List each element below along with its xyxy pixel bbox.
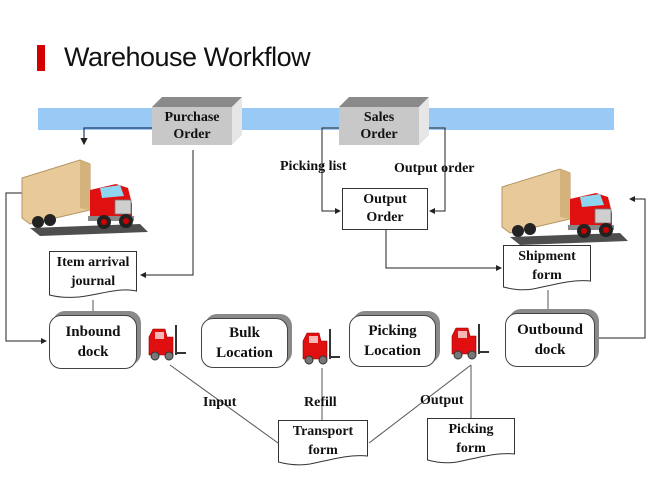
transport-form-node: Transport form xyxy=(278,420,368,468)
shipment-form-line2: form xyxy=(532,268,562,283)
forklift-icon xyxy=(148,325,186,361)
output-label: Output xyxy=(420,393,464,408)
output-order-to-shipment-line xyxy=(385,229,502,271)
cube-top xyxy=(152,97,242,107)
output-order-label: Output order xyxy=(394,161,475,176)
purchase-order-line2: Order xyxy=(173,127,211,142)
cube-front: Sales Order xyxy=(339,107,419,145)
output-order-line1: Output xyxy=(363,192,407,207)
shipment-form-node: Shipment form xyxy=(503,245,591,293)
bulk-location-line2: Location xyxy=(216,345,273,361)
outbound-truck-icon xyxy=(501,168,628,245)
page-title: Warehouse Workflow xyxy=(64,42,311,72)
outbound-dock-node: Outbound dock xyxy=(505,313,595,367)
output-order-line xyxy=(426,127,446,214)
picking-location-line1: Picking xyxy=(368,323,417,339)
cube-top xyxy=(339,97,429,107)
output-line xyxy=(368,364,472,444)
item-arrival-journal-node: Item arrival journal xyxy=(49,251,137,301)
picking-form-line2: form xyxy=(456,441,486,456)
title-accent-bar xyxy=(37,45,45,71)
document-shape xyxy=(427,418,515,464)
item-arrival-journal-line2: journal xyxy=(70,274,116,289)
document-shape xyxy=(503,245,591,291)
inbound-truck-icon xyxy=(21,159,148,236)
transport-form-line2: form xyxy=(308,443,338,458)
transport-form-line1: Transport xyxy=(292,424,354,439)
item-arrival-journal-line1: Item arrival xyxy=(56,255,130,270)
picking-list-line xyxy=(321,127,341,214)
picking-location-node: Picking Location xyxy=(349,315,436,367)
po-to-truck-line xyxy=(80,127,152,146)
picking-location-line2: Location xyxy=(364,343,421,359)
shipment-form-line1: Shipment xyxy=(518,249,576,264)
inbound-dock-line1: Inbound xyxy=(65,324,121,340)
po-to-journal-line xyxy=(140,150,194,278)
document-shape xyxy=(278,420,368,466)
bulk-location-line1: Bulk xyxy=(229,325,260,341)
input-line xyxy=(169,364,279,444)
outbound-dock-line2: dock xyxy=(534,342,566,358)
outbound-to-truck-line xyxy=(598,196,646,339)
sales-order-line1: Sales xyxy=(363,110,395,125)
picking-list-label: Picking list xyxy=(280,159,347,174)
picking-form-node: Picking form xyxy=(427,418,515,466)
forklift-icon xyxy=(451,324,489,360)
inbound-dock-node: Inbound dock xyxy=(49,315,137,369)
inbound-dock-line2: dock xyxy=(77,344,109,360)
forklift-icon xyxy=(302,329,340,365)
picking-form-line1: Picking xyxy=(448,422,494,437)
output-order-node: Output Order xyxy=(342,188,428,230)
bulk-location-node: Bulk Location xyxy=(201,318,288,368)
document-shape xyxy=(49,251,137,298)
output-order-line2: Order xyxy=(366,210,404,225)
cube-front: Purchase Order xyxy=(152,107,232,145)
sales-order-line2: Order xyxy=(360,127,398,142)
refill-label: Refill xyxy=(304,395,337,410)
cube-side xyxy=(232,97,242,145)
cube-side xyxy=(419,97,429,145)
truck-to-inbound-line xyxy=(5,192,47,344)
outbound-dock-line1: Outbound xyxy=(517,322,583,338)
input-label: Input xyxy=(203,395,237,410)
purchase-order-line1: Purchase xyxy=(164,110,220,125)
